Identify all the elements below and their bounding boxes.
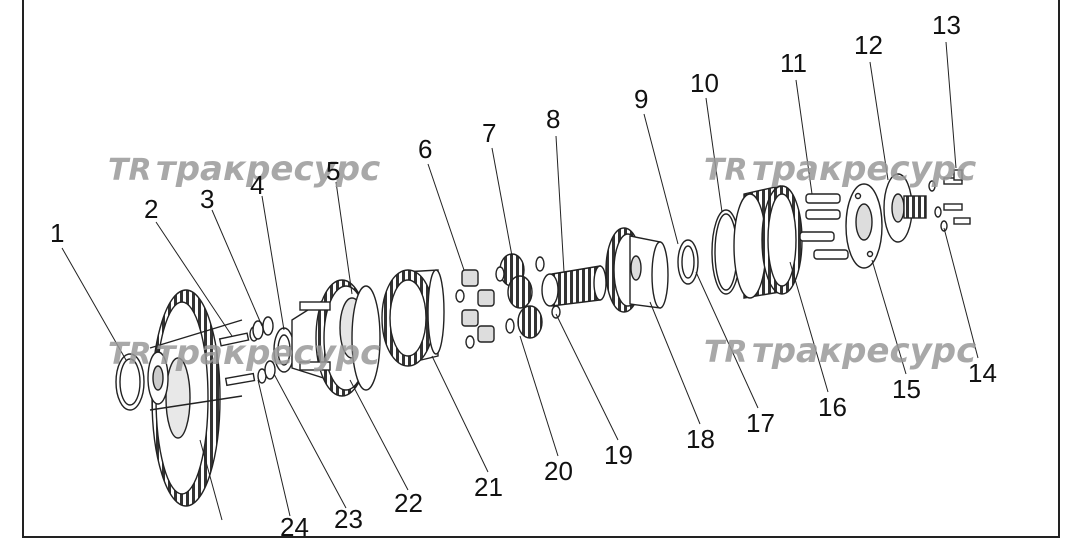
watermark-logo: TR <box>704 153 748 188</box>
callout-10: 10 <box>690 68 719 98</box>
callout-24: 24 <box>280 512 309 538</box>
callout-20: 20 <box>544 456 573 486</box>
part-9-ring <box>677 239 699 285</box>
callout-8: 8 <box>546 104 560 134</box>
watermark-logo: TR <box>108 153 152 188</box>
callout-11: 11 <box>780 48 807 78</box>
callout-4: 4 <box>250 170 264 200</box>
watermark-logo: TR <box>108 337 152 372</box>
callout-2: 2 <box>144 194 158 224</box>
callout-7: 7 <box>482 118 496 148</box>
part-21-ring-gear <box>381 269 445 367</box>
part-14-washers <box>928 180 948 232</box>
part-12-flange-shaft <box>883 173 927 243</box>
watermark-text: тракресурс <box>156 149 380 189</box>
part-4-ring <box>273 327 295 373</box>
callout-21: 21 <box>474 472 503 502</box>
exploded-parts-diagram: TR тракресурс TR тракресурс TR тракресур… <box>22 0 1060 538</box>
callout-18: 18 <box>686 424 715 454</box>
callout-5: 5 <box>326 156 340 186</box>
callout-9: 9 <box>634 84 648 114</box>
callout-14: 14 <box>968 358 997 388</box>
watermark-top-right: TR тракресурс <box>704 149 976 189</box>
callout-16: 16 <box>818 392 847 422</box>
diagram-canvas: TR тракресурс TR тракресурс TR тракресур… <box>50 10 997 538</box>
callout-1: 1 <box>50 218 64 248</box>
part-7-planet-gears <box>495 253 545 339</box>
callout-19: 19 <box>604 440 633 470</box>
part-8-spline-shaft <box>541 265 607 319</box>
callout-23: 23 <box>334 504 363 534</box>
leader-lines <box>61 41 979 521</box>
part-3-washer <box>252 316 274 340</box>
part-24-bolt <box>224 368 267 387</box>
part-18-carrier <box>605 227 669 313</box>
callout-17: 17 <box>746 408 775 438</box>
part-11-pins <box>799 193 849 260</box>
part-16-ring-gear <box>733 185 803 299</box>
callout-numbers: 1 2 3 4 5 6 7 8 9 10 11 12 13 14 15 16 1… <box>50 10 997 538</box>
callout-3: 3 <box>200 184 214 214</box>
part-1-ring <box>115 353 145 411</box>
watermark-top-left: TR тракресурс <box>108 149 380 189</box>
part-6-needle-bearings <box>455 269 495 349</box>
callout-15: 15 <box>892 374 921 404</box>
watermark-text: тракресурс <box>156 333 380 373</box>
callout-13: 13 <box>932 10 961 40</box>
part-5-carrier <box>291 279 381 397</box>
watermark-text: тракресурс <box>752 149 976 189</box>
callout-22: 22 <box>394 488 423 518</box>
watermark-bottom-left: TR тракресурс <box>108 333 380 373</box>
watermark-text: тракресурс <box>752 331 976 371</box>
callout-6: 6 <box>418 134 432 164</box>
part-23-washer <box>264 360 276 380</box>
watermark-logo: TR <box>704 335 748 370</box>
part-drive-gear <box>147 289 243 507</box>
drawing-frame <box>22 0 1060 538</box>
watermark-bottom-right: TR тракресурс <box>704 331 976 371</box>
part-15-plate <box>845 183 883 269</box>
part-13-bolts <box>943 169 971 225</box>
callout-12: 12 <box>854 30 883 60</box>
